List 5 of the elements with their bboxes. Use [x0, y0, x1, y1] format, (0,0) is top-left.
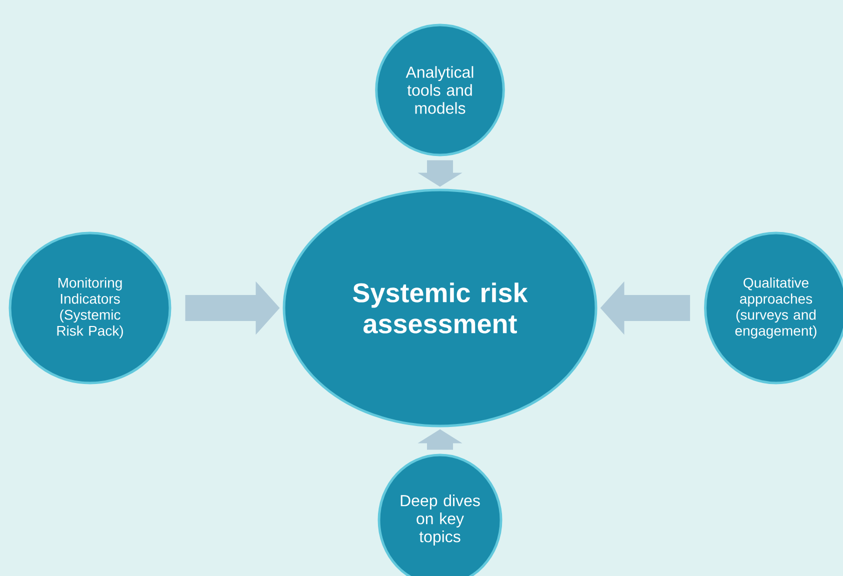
- circle-node: Monitoring Indicators (Systemic Risk Pack): [8, 232, 172, 384]
- circle-node: Deep dives on key topics: [378, 454, 502, 576]
- ellipse-node: Systemic risk assessment: [282, 188, 598, 428]
- circle-node: Qualitative approaches (surveys and engagement): [704, 232, 843, 384]
- circle-node: Analytical tools and models: [375, 24, 505, 156]
